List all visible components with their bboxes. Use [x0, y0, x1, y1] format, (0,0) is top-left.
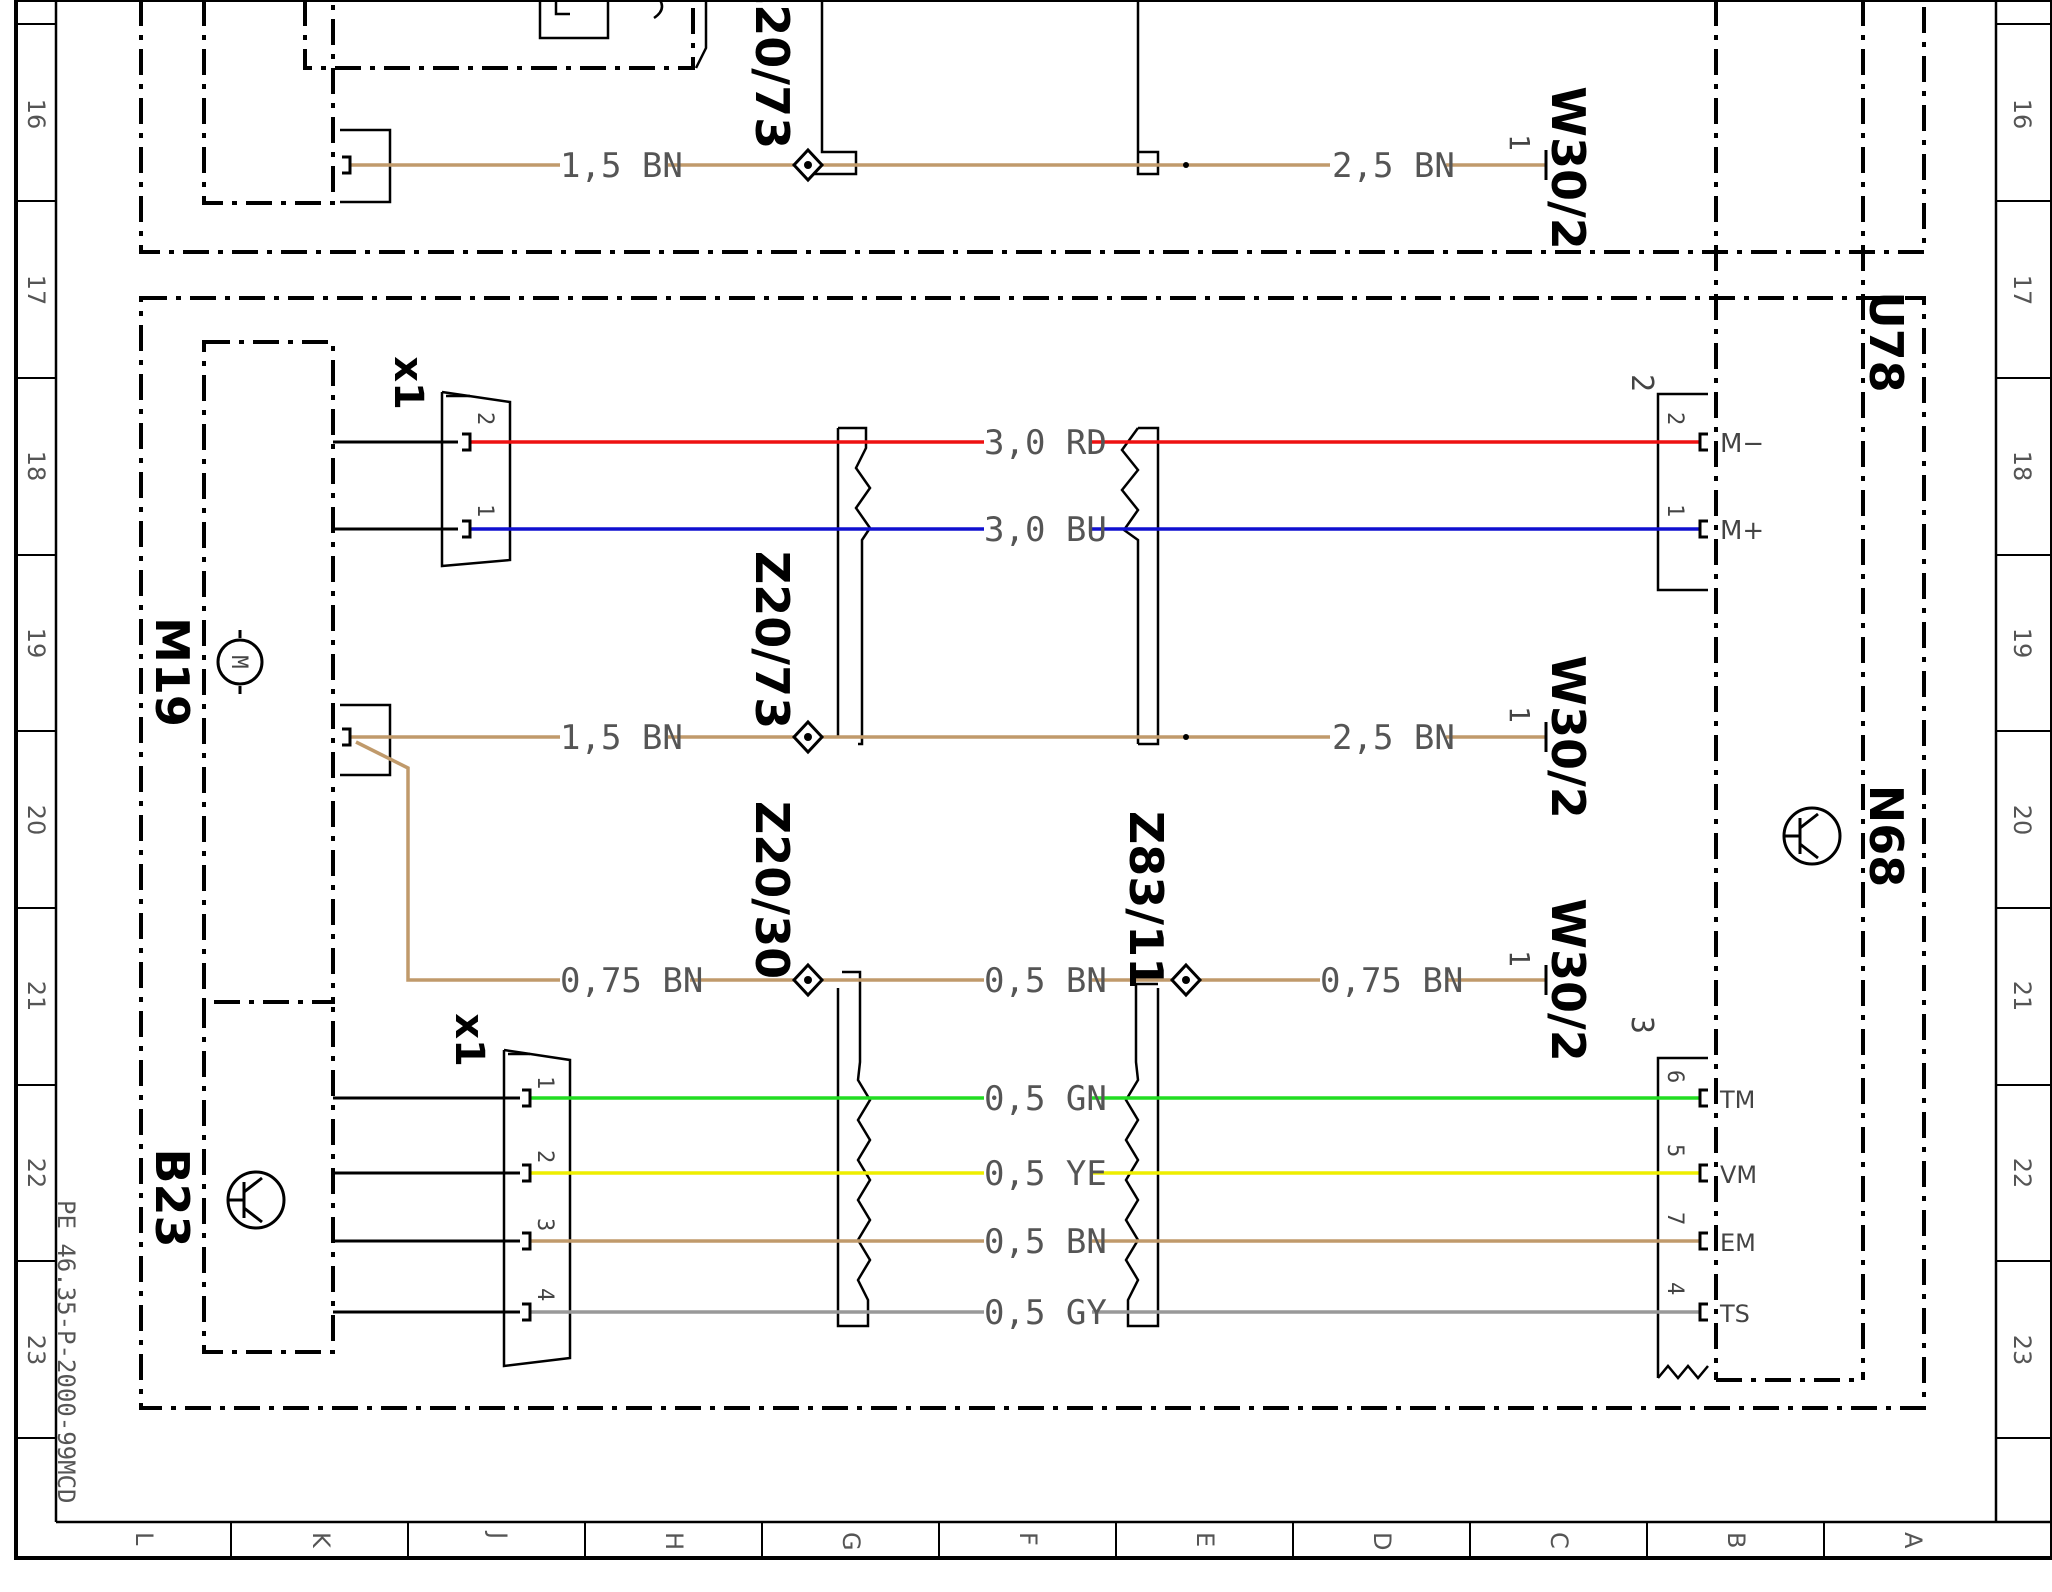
n68-label: N68	[1859, 785, 1913, 888]
harness-z20-73-top-label: Z20/73	[745, 0, 799, 149]
row-labels-right: 16 17 18 19 20 21 22 23	[2008, 99, 2036, 1366]
u78-label: U78	[1859, 291, 1913, 392]
n68-pin: 5	[1662, 1144, 1687, 1157]
pin-numbers: 2 3 1 1 1 2 1 1 2 3 4 2 1 6 5 7 4	[472, 134, 1687, 1301]
w30-top-label: W30/2	[1541, 86, 1595, 250]
n68-transistor-icon	[1782, 806, 1842, 866]
w30-low-label: W30/2	[1541, 898, 1595, 1062]
column-label: K	[307, 1532, 335, 1549]
row-label: 21	[22, 981, 50, 1012]
wire-label: 3,0 RD	[984, 423, 1107, 463]
wire-label: 0,5 YE	[984, 1154, 1107, 1194]
w30-pin: 1	[1503, 134, 1536, 151]
column-label: D	[1368, 1532, 1396, 1550]
row-label: 21	[2008, 981, 2036, 1012]
row-label: 19	[2008, 628, 2036, 659]
wire-label: 2,5 BN	[1332, 718, 1455, 758]
x1-upper-pin: 1	[472, 504, 497, 517]
harness-outlines	[812, 0, 1160, 1328]
x1-lower-label: x1	[446, 1013, 492, 1067]
row-label: 20	[2008, 805, 2036, 836]
row-labels-left: 16 17 18 19 20 21 22 23	[22, 99, 50, 1366]
n68-pin: 6	[1662, 1070, 1687, 1083]
wire-label: 3,0 BU	[984, 510, 1107, 550]
n68-pin: 1	[1662, 504, 1687, 517]
terminal-em: EM	[1720, 1229, 1756, 1257]
label-backgrounds	[560, 146, 1446, 1331]
black-stubs	[333, 440, 520, 1314]
row-label: 17	[22, 275, 50, 306]
n68-group-lower: 3	[1624, 1016, 1659, 1034]
pin-symbols	[342, 150, 1708, 1322]
wire-label: 1,5 BN	[560, 718, 683, 758]
wire-label: 0,5 BN	[984, 961, 1107, 1001]
row-label: 23	[2008, 1335, 2036, 1366]
w30-pin: 1	[1503, 950, 1536, 967]
n68-pin: 4	[1662, 1282, 1687, 1295]
x1-upper-pin: 2	[472, 412, 497, 425]
terminal-vm: VM	[1720, 1161, 1757, 1189]
column-label: A	[1899, 1532, 1927, 1549]
row-label: 18	[2008, 451, 2036, 482]
b23-label: B23	[145, 1148, 199, 1247]
n68-pin: 7	[1662, 1212, 1687, 1225]
m19-label: M19	[145, 617, 199, 727]
column-label: B	[1722, 1532, 1750, 1548]
column-label: H	[660, 1532, 688, 1550]
wire-labels: 1,5 BN 2,5 BN 3,0 RD 3,0 BU 1,5 BN 2,5 B…	[560, 146, 1463, 1333]
column-label: E	[1191, 1532, 1219, 1547]
terminal-tm: TM	[1719, 1086, 1755, 1114]
harness-z20-30-label: Z20/30	[745, 801, 799, 979]
wire-label: 1,5 BN	[560, 146, 683, 186]
row-label: 19	[22, 628, 50, 659]
row-label: 20	[22, 805, 50, 836]
x1-lower-pin: 3	[532, 1218, 557, 1231]
wire-label: 0,5 BN	[984, 1222, 1107, 1262]
wire-label: 0,5 GY	[984, 1293, 1107, 1333]
column-label: L	[130, 1532, 158, 1546]
harness-z20-73-mid-label: Z20/73	[745, 551, 799, 729]
column-labels: L K J H G F E D C B A	[130, 1530, 1927, 1551]
row-label: 22	[2008, 1158, 2036, 1189]
column-label: F	[1014, 1532, 1042, 1546]
w30-mid-label: W30/2	[1541, 655, 1595, 819]
terminal-names: M− M+ TM VM EM TS	[1719, 429, 1764, 1328]
document-number: PE 46.35-P-2000-99MCD	[52, 1200, 80, 1503]
x1-lower-pin: 4	[532, 1288, 557, 1301]
terminal-m-minus: M−	[1720, 429, 1764, 459]
column-label: G	[837, 1532, 865, 1551]
wire-label: 0,75 BN	[1320, 961, 1463, 1001]
x1-lower-pin: 1	[532, 1076, 557, 1089]
colored-wires	[350, 163, 1700, 1314]
column-label: C	[1545, 1532, 1573, 1549]
wire-label: 2,5 BN	[1332, 146, 1455, 186]
row-label: 16	[2008, 99, 2036, 130]
harness-z83-11-label: Z83/11	[1119, 811, 1173, 989]
row-label: 18	[22, 451, 50, 482]
wire-label: 0,75 BN	[560, 961, 703, 1001]
motor-symbol: M	[216, 630, 264, 694]
wire-label: 0,5 GN	[984, 1079, 1107, 1119]
b23-transistor-icon	[226, 1170, 286, 1230]
row-label: 16	[22, 99, 50, 130]
component-labels: Z20/73 W30/2 U78 x1 M19 Z20/73 W30/2 N68…	[145, 0, 1913, 1248]
row-label: 23	[22, 1335, 50, 1366]
row-label: 22	[22, 1158, 50, 1189]
terminal-m-plus: M+	[1720, 516, 1764, 546]
terminal-ts: TS	[1719, 1300, 1750, 1328]
top-relay-symbol	[538, 0, 708, 69]
w30-pin: 1	[1503, 706, 1536, 723]
motor-label: M	[226, 655, 251, 668]
splice-dots	[804, 161, 1190, 984]
component-boundaries	[139, 0, 1926, 1410]
column-label: J	[484, 1530, 512, 1539]
x1-upper-label: x1	[385, 356, 431, 410]
n68-group-upper: 2	[1624, 374, 1659, 392]
x1-lower-pin: 2	[532, 1150, 557, 1163]
row-label: 17	[2008, 275, 2036, 306]
n68-pin: 2	[1662, 412, 1687, 425]
drawing-frame	[14, 0, 2052, 1560]
